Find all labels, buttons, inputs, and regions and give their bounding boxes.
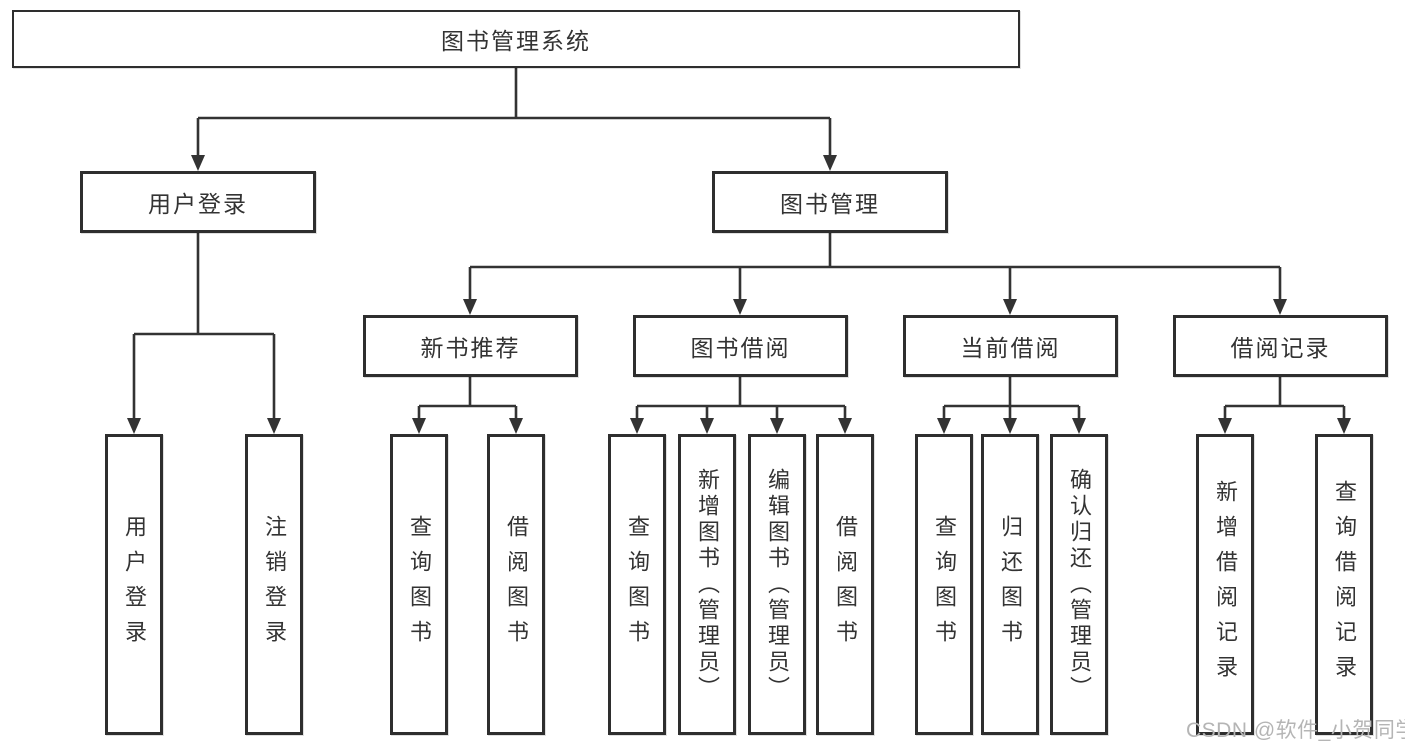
arrow-down-icon <box>630 418 644 434</box>
node-label: 借阅记录 <box>1230 335 1331 361</box>
leaf-label: 新增借阅记录 <box>1213 479 1238 690</box>
leaf-label: 查询图书 <box>625 514 650 655</box>
leaf-borrow-books-newbook: 借阅图书 <box>487 434 545 735</box>
watermark: CSDN @软件_小贺同学 <box>1186 719 1405 742</box>
leaf-label: 归还图书 <box>998 514 1023 655</box>
arrow-down-icon <box>463 299 477 315</box>
node-new-book-recommend: 新书推荐 <box>363 315 578 377</box>
leaf-add-borrow-record: 新增借阅记录 <box>1196 434 1254 735</box>
connector-current-borrow-to-leaves <box>937 377 1086 434</box>
arrow-down-icon <box>770 418 784 434</box>
node-borrow-records: 借阅记录 <box>1173 315 1388 377</box>
leaf-query-books-current: 查询图书 <box>915 434 973 735</box>
leaf-add-book-admin: 新增图书（管理员） <box>678 434 736 735</box>
arrow-down-icon <box>733 299 747 315</box>
leaf-label: 确认归还（管理员） <box>1067 467 1092 702</box>
arrow-down-icon <box>838 418 852 434</box>
node-book-management: 图书管理 <box>712 171 948 233</box>
arrow-down-icon <box>267 418 281 434</box>
node-label: 当前借阅 <box>960 335 1061 361</box>
node-current-borrow: 当前借阅 <box>903 315 1118 377</box>
leaf-logout: 注销登录 <box>245 434 303 735</box>
node-label: 图书借阅 <box>690 335 791 361</box>
arrow-down-icon <box>1072 418 1086 434</box>
arrow-down-icon <box>509 418 523 434</box>
leaf-label: 查询借阅记录 <box>1332 479 1357 690</box>
node-label: 新书推荐 <box>420 335 521 361</box>
node-user-login: 用户登录 <box>80 171 316 233</box>
arrow-down-icon <box>1273 299 1287 315</box>
connector-book-management-to-level2 <box>463 233 1287 315</box>
arrow-down-icon <box>1003 299 1017 315</box>
node-label: 图书管理 <box>780 191 880 217</box>
arrow-down-icon <box>823 155 837 171</box>
leaf-confirm-return-admin: 确认归还（管理员） <box>1050 434 1108 735</box>
leaf-label: 查询图书 <box>932 514 957 655</box>
arrow-down-icon <box>412 418 426 434</box>
leaf-query-books-borrow: 查询图书 <box>608 434 666 735</box>
node-label: 用户登录 <box>148 191 248 217</box>
connector-new-book-to-leaves <box>412 377 523 434</box>
node-book-borrow: 图书借阅 <box>633 315 848 377</box>
arrow-down-icon <box>191 155 205 171</box>
connector-root-to-level1 <box>191 68 837 171</box>
leaf-label: 新增图书（管理员） <box>695 467 720 702</box>
arrow-down-icon <box>700 418 714 434</box>
leaf-edit-book-admin: 编辑图书（管理员） <box>748 434 806 735</box>
leaf-borrow-books-borrow: 借阅图书 <box>816 434 874 735</box>
arrow-down-icon <box>127 418 141 434</box>
arrow-down-icon <box>1218 418 1232 434</box>
connector-book-borrow-to-leaves <box>630 377 852 434</box>
arrow-down-icon <box>1337 418 1351 434</box>
leaf-user-login: 用户登录 <box>105 434 163 735</box>
leaf-label: 编辑图书（管理员） <box>765 467 790 702</box>
leaf-return-books: 归还图书 <box>981 434 1039 735</box>
leaf-label: 注销登录 <box>262 514 287 655</box>
leaf-label: 借阅图书 <box>833 514 858 655</box>
connector-user-login-to-leaves <box>127 233 281 434</box>
leaf-query-borrow-record: 查询借阅记录 <box>1315 434 1373 735</box>
leaf-query-books-newbook: 查询图书 <box>390 434 448 735</box>
leaf-label: 用户登录 <box>122 514 147 655</box>
arrow-down-icon <box>937 418 951 434</box>
connector-borrow-records-to-leaves <box>1218 377 1351 434</box>
leaf-label: 借阅图书 <box>504 514 529 655</box>
arrow-down-icon <box>1003 418 1017 434</box>
leaf-label: 查询图书 <box>407 514 432 655</box>
node-library-management-system: 图书管理系统 <box>12 10 1020 68</box>
node-label: 图书管理系统 <box>441 28 591 54</box>
